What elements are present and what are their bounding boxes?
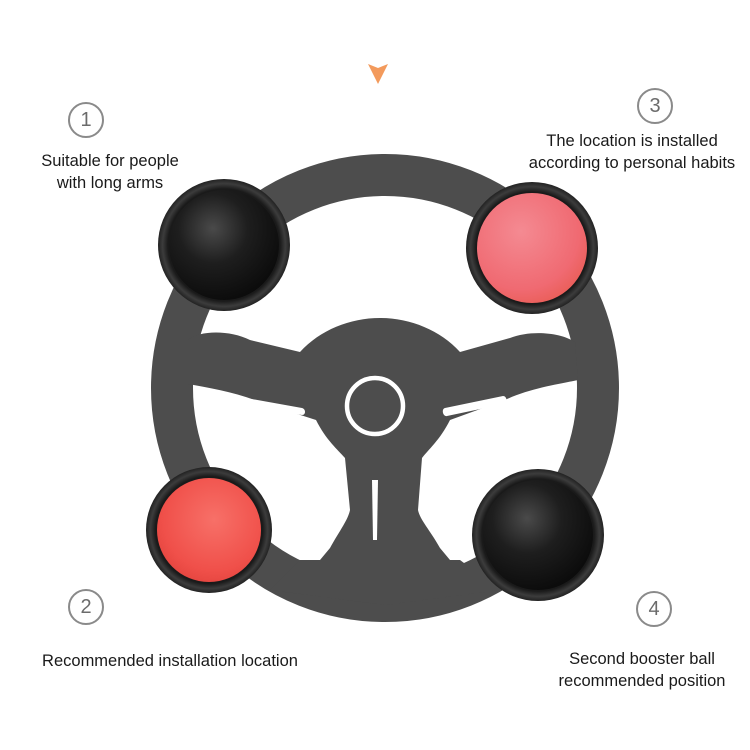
marker-3-line-2: according to personal habits — [528, 154, 736, 172]
number-badge-1: 1 — [68, 102, 104, 138]
hub-ring — [344, 375, 406, 437]
marker-4-caption: Second booster ball recommended position — [532, 648, 750, 692]
wheel-spokes — [188, 318, 578, 605]
marker-3-caption: The location is installed according to p… — [512, 130, 750, 174]
number-badge-4: 4 — [636, 591, 672, 627]
number-badge-2: 2 — [68, 589, 104, 625]
marker-2-line-1: Recommended installation location — [42, 652, 298, 670]
marker-4-line-1: Second booster ball — [569, 650, 715, 668]
marker-4-line-2: recommended position — [558, 672, 726, 690]
booster-ball-4 — [472, 469, 604, 601]
booster-ball-1 — [158, 179, 290, 311]
spoke-slots — [243, 396, 507, 540]
marker-2-caption: Recommended installation location — [20, 650, 320, 672]
booster-ball-3 — [466, 182, 598, 314]
marker-1-caption: Suitable for people with long arms — [20, 150, 200, 194]
number-badge-3: 3 — [637, 88, 673, 124]
marker-3-line-1: The location is installed — [546, 132, 718, 150]
booster-ball-2 — [146, 467, 272, 593]
marker-1-line-2: with long arms — [56, 174, 164, 192]
marker-1-line-1: Suitable for people — [41, 152, 179, 170]
